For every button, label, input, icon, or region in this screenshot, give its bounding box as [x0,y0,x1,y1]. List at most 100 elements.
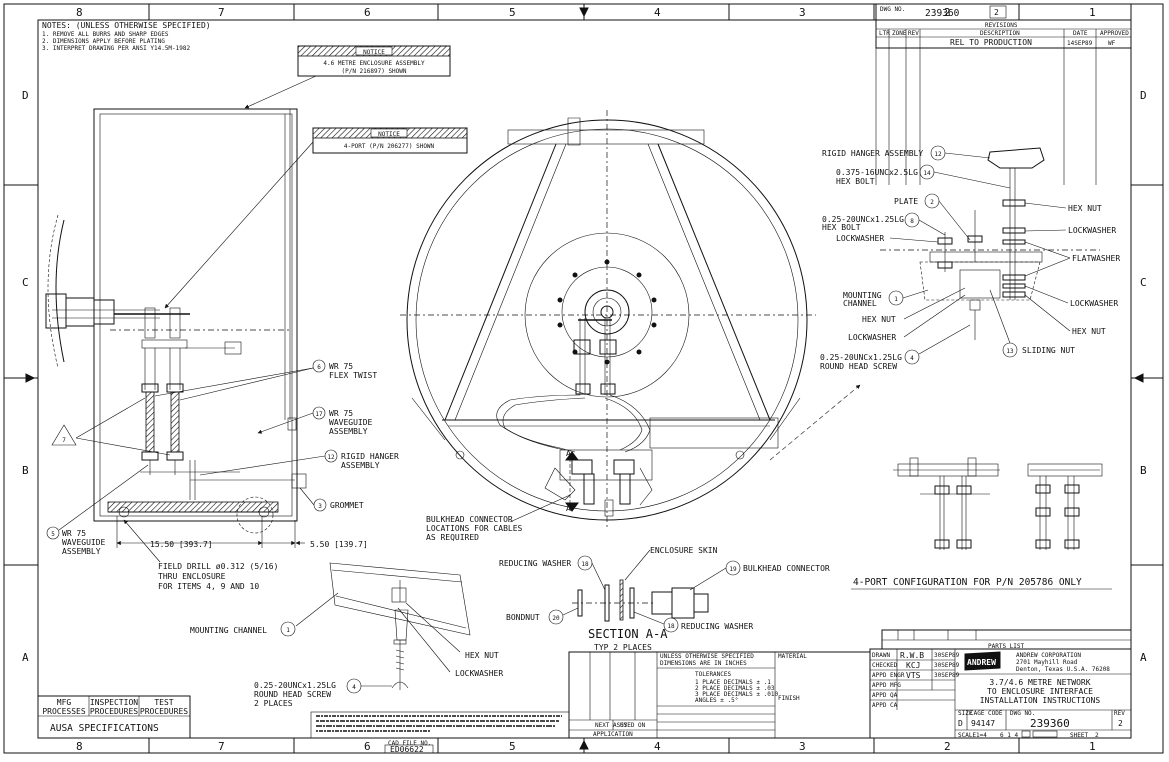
svg-text:CHANNEL: CHANNEL [843,299,877,308]
svg-text:FIELD DRILL ø0.312 (5/16): FIELD DRILL ø0.312 (5/16) [158,562,278,571]
zone-row-b-right: B [1140,464,1147,477]
rev-hdr-approved: APPROVED [1100,30,1129,37]
zone-col-2-bottom: 2 [944,740,951,753]
tb-drawn: R.W.B [900,651,924,660]
svg-text:RIGID HANGER: RIGID HANGER [341,452,399,461]
notice-1-header: NOTICE [363,49,385,56]
specifications-block: MFG PROCESSES INSPECTION PROCEDURES TEST… [37,695,191,739]
callout-6-line2: FLEX TWIST [329,371,377,380]
hanger-lockwasher-r2-label: LOCKWASHER [1070,299,1118,308]
svg-text:AS REQUIRED: AS REQUIRED [426,533,479,542]
lower-lockwasher-label: LOCKWASHER [455,669,503,678]
callout-3-num: 3 [318,503,322,510]
svg-text:A: A [566,504,571,513]
svg-text:ASSEMBLY: ASSEMBLY [62,547,101,556]
callout-5-num: 5 [51,531,55,538]
zone-dividers [4,4,1163,753]
svg-text:PROCESSES: PROCESSES [42,707,86,716]
svg-text:HEX BOLT: HEX BOLT [836,177,875,186]
rev-row-date: 14SEP89 [1067,40,1093,47]
svg-text:ROUND HEAD SCREW: ROUND HEAD SCREW [820,362,897,371]
field-drill-note: FIELD DRILL ø0.312 (5/16) THRU ENCLOSURE… [123,519,278,591]
callout-3: 3 GROMMET [299,487,364,512]
reducing-washer-bottom-label: REDUCING WASHER [681,622,753,631]
zone-row-d-right: D [1140,89,1147,102]
hanger-slidingnut-label: SLIDING NUT [1022,346,1075,355]
rev-hdr-description: DESCRIPTION [980,30,1020,37]
svg-text:ASSEMBLY: ASSEMBLY [329,427,368,436]
zone-labels-top: 8 7 6 5 4 3 2 1 [76,6,1096,19]
tb-checked-date: 30SEP89 [934,662,960,669]
rev-hdr-zone: ZONE [892,30,907,37]
zone-col-4-bottom: 4 [654,740,661,753]
svg-text:APPD CA: APPD CA [872,702,898,709]
note-1: 1. REMOVE ALL BURRS AND SHARP EDGES [42,31,169,38]
hanger-slidingnut-num: 13 [1006,348,1014,355]
section-a-a: REDUCING WASHER 18 ENCLOSURE SKIN 19 BUL… [499,546,830,652]
svg-text:FOR ITEMS 4, 9 AND 10: FOR ITEMS 4, 9 AND 10 [158,582,259,591]
front-view-enclosure: A A [400,110,861,530]
svg-text:APPD MFG: APPD MFG [872,682,901,689]
parts-list: PARTS LIST [881,629,1132,650]
rev-row-approved: WF [1108,40,1116,47]
rev-title: REVISIONS [985,22,1018,29]
tb-cage: 94147 [971,719,995,728]
used-on: USED ON [620,722,646,729]
svg-text:INSPECTION: INSPECTION [90,698,138,707]
tb-checked: KCJ [906,661,920,670]
svg-text:APPD QA: APPD QA [872,692,898,699]
svg-text:REV: REV [1114,710,1125,717]
svg-text:APPD ENGR: APPD ENGR [872,672,905,679]
tol-line-2: 2 PLACE DECIMALS ± .03 [695,685,775,692]
notice-box-2: NOTICE 4-PORT (P/N 206277) SHOWN [164,127,468,309]
svg-text:HEX BOLT: HEX BOLT [822,223,861,232]
tol-line-3: 3 PLACE DECIMALS ± .010 [695,691,778,698]
callout-7-num: 7 [62,437,66,444]
next-assy: NEXT ASSY [595,722,628,729]
callout-6: 6 WR 75 FLEX TWIST [154,359,377,401]
zone-col-3-bottom: 3 [799,740,806,753]
tb-sheet-ref: 6 1 4 [1000,732,1018,739]
svg-text:TEST: TEST [154,698,173,707]
note-2: 2. DIMENSIONS APPLY BEFORE PLATING [42,38,165,45]
hanger-lockwasher-r-label: LOCKWASHER [1068,226,1116,235]
svg-text:DWG NO.: DWG NO. [880,6,905,13]
four-port-config-views: 4-PORT CONFIGURATION FOR P/N 205786 ONLY [851,457,1112,590]
zone-col-3-top: 3 [799,6,806,19]
svg-text:PROCEDURES: PROCEDURES [140,707,188,716]
parts-list-title: PARTS LIST [988,643,1025,650]
andrew-logo: ANDREW [964,651,1001,671]
hanger-lockwasher1-label: LOCKWASHER [836,234,884,243]
svg-text:0.25-20UNCx1.25LG: 0.25-20UNCx1.25LG [822,215,904,224]
svg-text:WAVEGUIDE: WAVEGUIDE [329,418,373,427]
bulkhead-connector-label: BULKHEAD CONNECTOR [743,564,830,573]
outer-border [3,3,1164,754]
tol-line-1: 1 PLACE DECIMALS ± .1 [695,679,771,686]
zone-col-6-top: 6 [364,6,371,19]
svg-text:CAGE CODE: CAGE CODE [970,710,1003,717]
svg-text:PROCEDURES: PROCEDURES [90,707,138,716]
reducing-washer-bottom-num: 18 [667,623,675,630]
svg-text:SIZE: SIZE [958,710,973,717]
svg-text:CHECKED: CHECKED [872,662,898,669]
hanger-screw-num: 4 [910,355,914,362]
notice-2-header: NOTICE [378,131,400,138]
enclosure-skin-label: ENCLOSURE SKIN [650,546,718,555]
bulkhead-location-note: BULKHEAD CONNECTOR LOCATIONS FOR CABLES … [426,494,571,542]
svg-text:WAVEGUIDE: WAVEGUIDE [62,538,106,547]
notes-title: NOTES: (UNLESS OTHERWISE SPECIFIED) [42,21,211,30]
dimension-1: 15.50 [393.7] [150,540,213,549]
svg-text:ANDREW CORPORATION: ANDREW CORPORATION [1016,652,1081,659]
zone-labels-bottom: 8 7 6 5 4 3 2 1 [76,740,1096,753]
svg-text:BULKHEAD CONNECTOR: BULKHEAD CONNECTOR [426,515,513,524]
zone-row-a-left: A [22,651,29,664]
reducing-washer-top-num: 18 [581,561,589,568]
hanger-hexbolt2-num: 8 [910,218,914,225]
hanger-rigid-num: 12 [934,151,942,158]
tb-rev: 2 [1118,719,1123,728]
svg-text:0.375-16UNCx2.5LG: 0.375-16UNCx2.5LG [836,168,918,177]
callout-17: 17 WR 75 WAVEGUIDE ASSEMBLY [257,406,373,436]
zone-col-1-top: 1 [1089,6,1096,19]
cad-file-box: CAD FILE NO. ED06622 [384,740,434,754]
